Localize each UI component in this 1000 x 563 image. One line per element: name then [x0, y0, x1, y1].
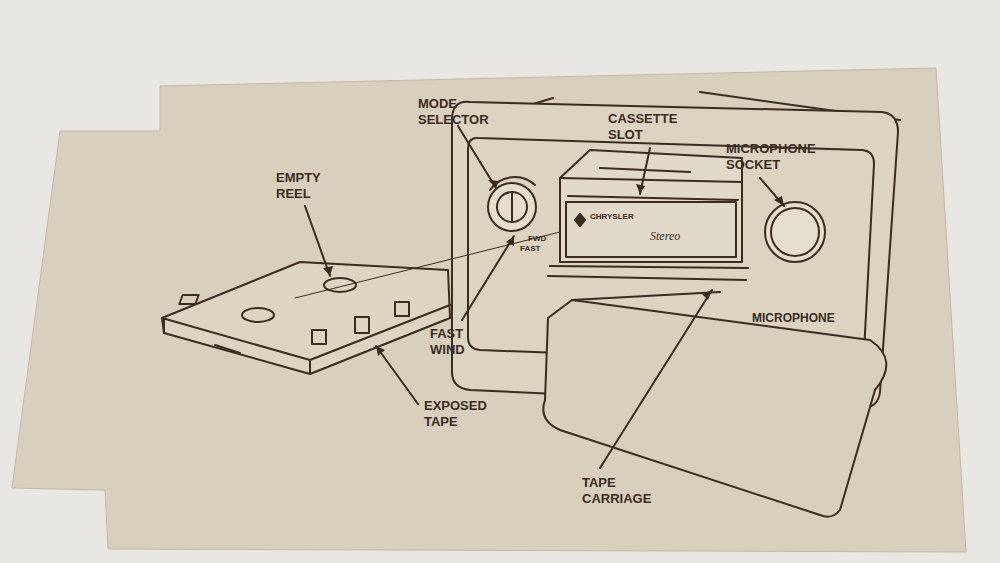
brand-script: Stereo	[650, 228, 680, 244]
part-label: EXPOSED TAPE	[424, 398, 487, 430]
panel-text: MICROPHONE	[752, 310, 835, 326]
brand-text: CHRYSLER	[590, 212, 634, 221]
part-label: TAPE CARRIAGE	[582, 475, 651, 507]
part-label: FAST WIND	[430, 326, 465, 358]
part-label: MODE SELECTOR	[418, 96, 489, 128]
part-label: CASSETTE SLOT	[608, 111, 677, 143]
part-label: MICROPHONE SOCKET	[726, 141, 816, 173]
knob-marking: FWD	[528, 234, 546, 243]
part-label: EMPTY REEL	[276, 170, 321, 202]
knob-marking: FAST	[520, 244, 540, 253]
